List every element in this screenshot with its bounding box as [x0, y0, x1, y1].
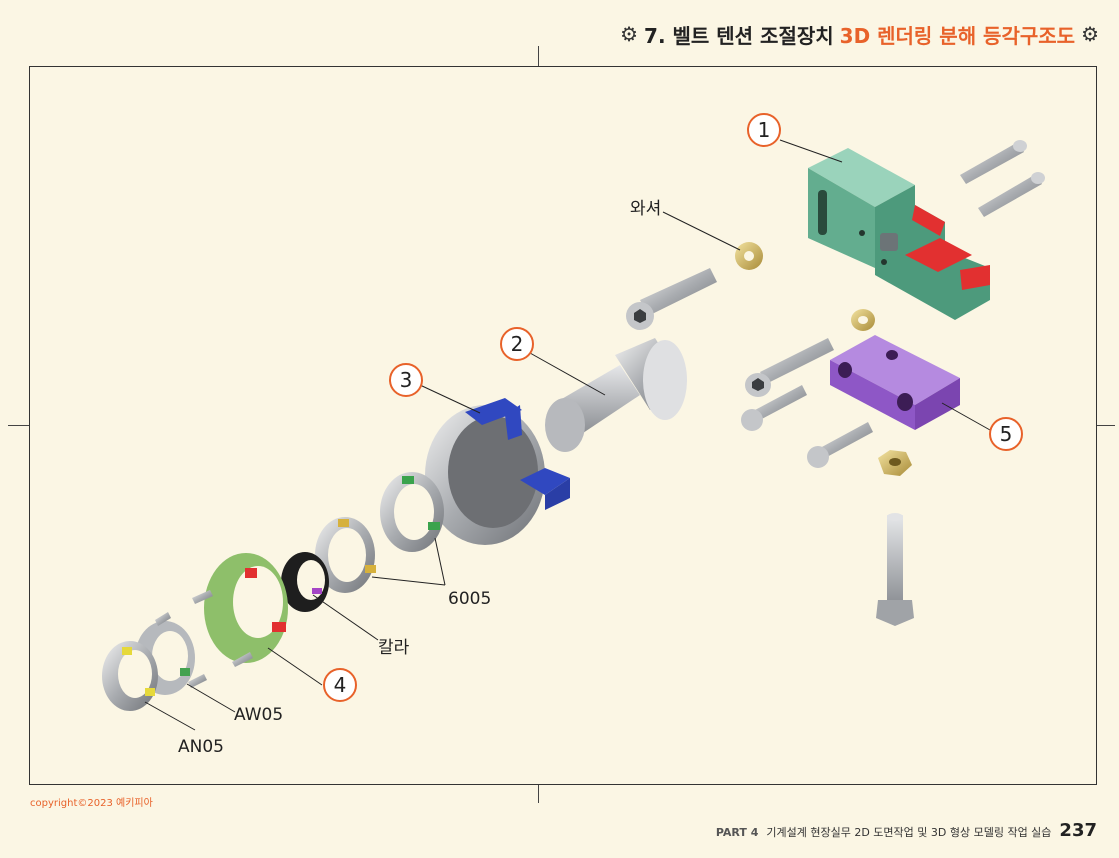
footer-part: PART 4: [715, 826, 759, 839]
callout-1: 1: [747, 113, 781, 147]
callout-5: 5: [989, 417, 1023, 451]
label-bearing-6005: 6005: [448, 589, 491, 609]
leader-lines: [144, 139, 991, 731]
title-main: 7. 벨트 텐션 조절장치: [644, 23, 834, 48]
svg-text:2: 2: [511, 332, 524, 356]
part-5-block: [830, 309, 960, 430]
collar: [281, 552, 329, 612]
bearing-6005-b: [315, 517, 376, 593]
cap-bolt-long: [626, 268, 717, 330]
label-lock-washer: AW05: [234, 705, 283, 725]
crop-mark-top: [538, 46, 539, 66]
footer-description: 기계설계 현장실무 2D 도면작업 및 3D 형상 모델링 작업 실습: [766, 826, 1052, 839]
label-washer: 와셔: [630, 199, 661, 219]
page-title: ⚙ 7. 벨트 텐션 조절장치 3D 렌더링 분해 등각구조도 ⚙: [620, 20, 1099, 48]
svg-text:5: 5: [1000, 422, 1013, 446]
lock-nut-an05: [102, 641, 158, 711]
part-4-flange: [192, 553, 288, 667]
part-3-housing: [425, 398, 570, 545]
gear-icon: ⚙: [620, 22, 639, 46]
crop-mark-bottom: [538, 785, 539, 803]
page-footer: PART 4 기계설계 현장실무 2D 도면작업 및 3D 형상 모델링 작업 …: [716, 820, 1097, 841]
part-1-bolts: [960, 140, 1045, 217]
title-accent: 3D 렌더링 분해 등각구조도: [839, 23, 1076, 48]
label-lock-nut: AN05: [178, 737, 224, 757]
svg-text:4: 4: [334, 673, 347, 697]
callout-2: 2: [500, 327, 534, 361]
part-2-shaft: [545, 338, 687, 452]
svg-text:3: 3: [400, 368, 413, 392]
label-collar: 칼라: [378, 638, 410, 658]
copyright-text: copyright©2023 예키피아: [30, 798, 153, 809]
crop-mark-left: [8, 425, 29, 426]
part-5-bolts: [741, 338, 873, 468]
hex-bolt-vertical: [876, 513, 914, 626]
bearing-6005-a: [380, 472, 444, 552]
callout-3: 3: [389, 363, 423, 397]
svg-text:1: 1: [758, 118, 771, 142]
callout-4: 4: [323, 668, 357, 702]
crop-mark-right: [1097, 425, 1115, 426]
part-1-bracket: [808, 148, 990, 320]
washer-brass: [735, 242, 763, 270]
hex-nut: [878, 450, 912, 476]
gear-icon: ⚙: [1081, 22, 1099, 46]
page-number: 237: [1059, 820, 1097, 841]
